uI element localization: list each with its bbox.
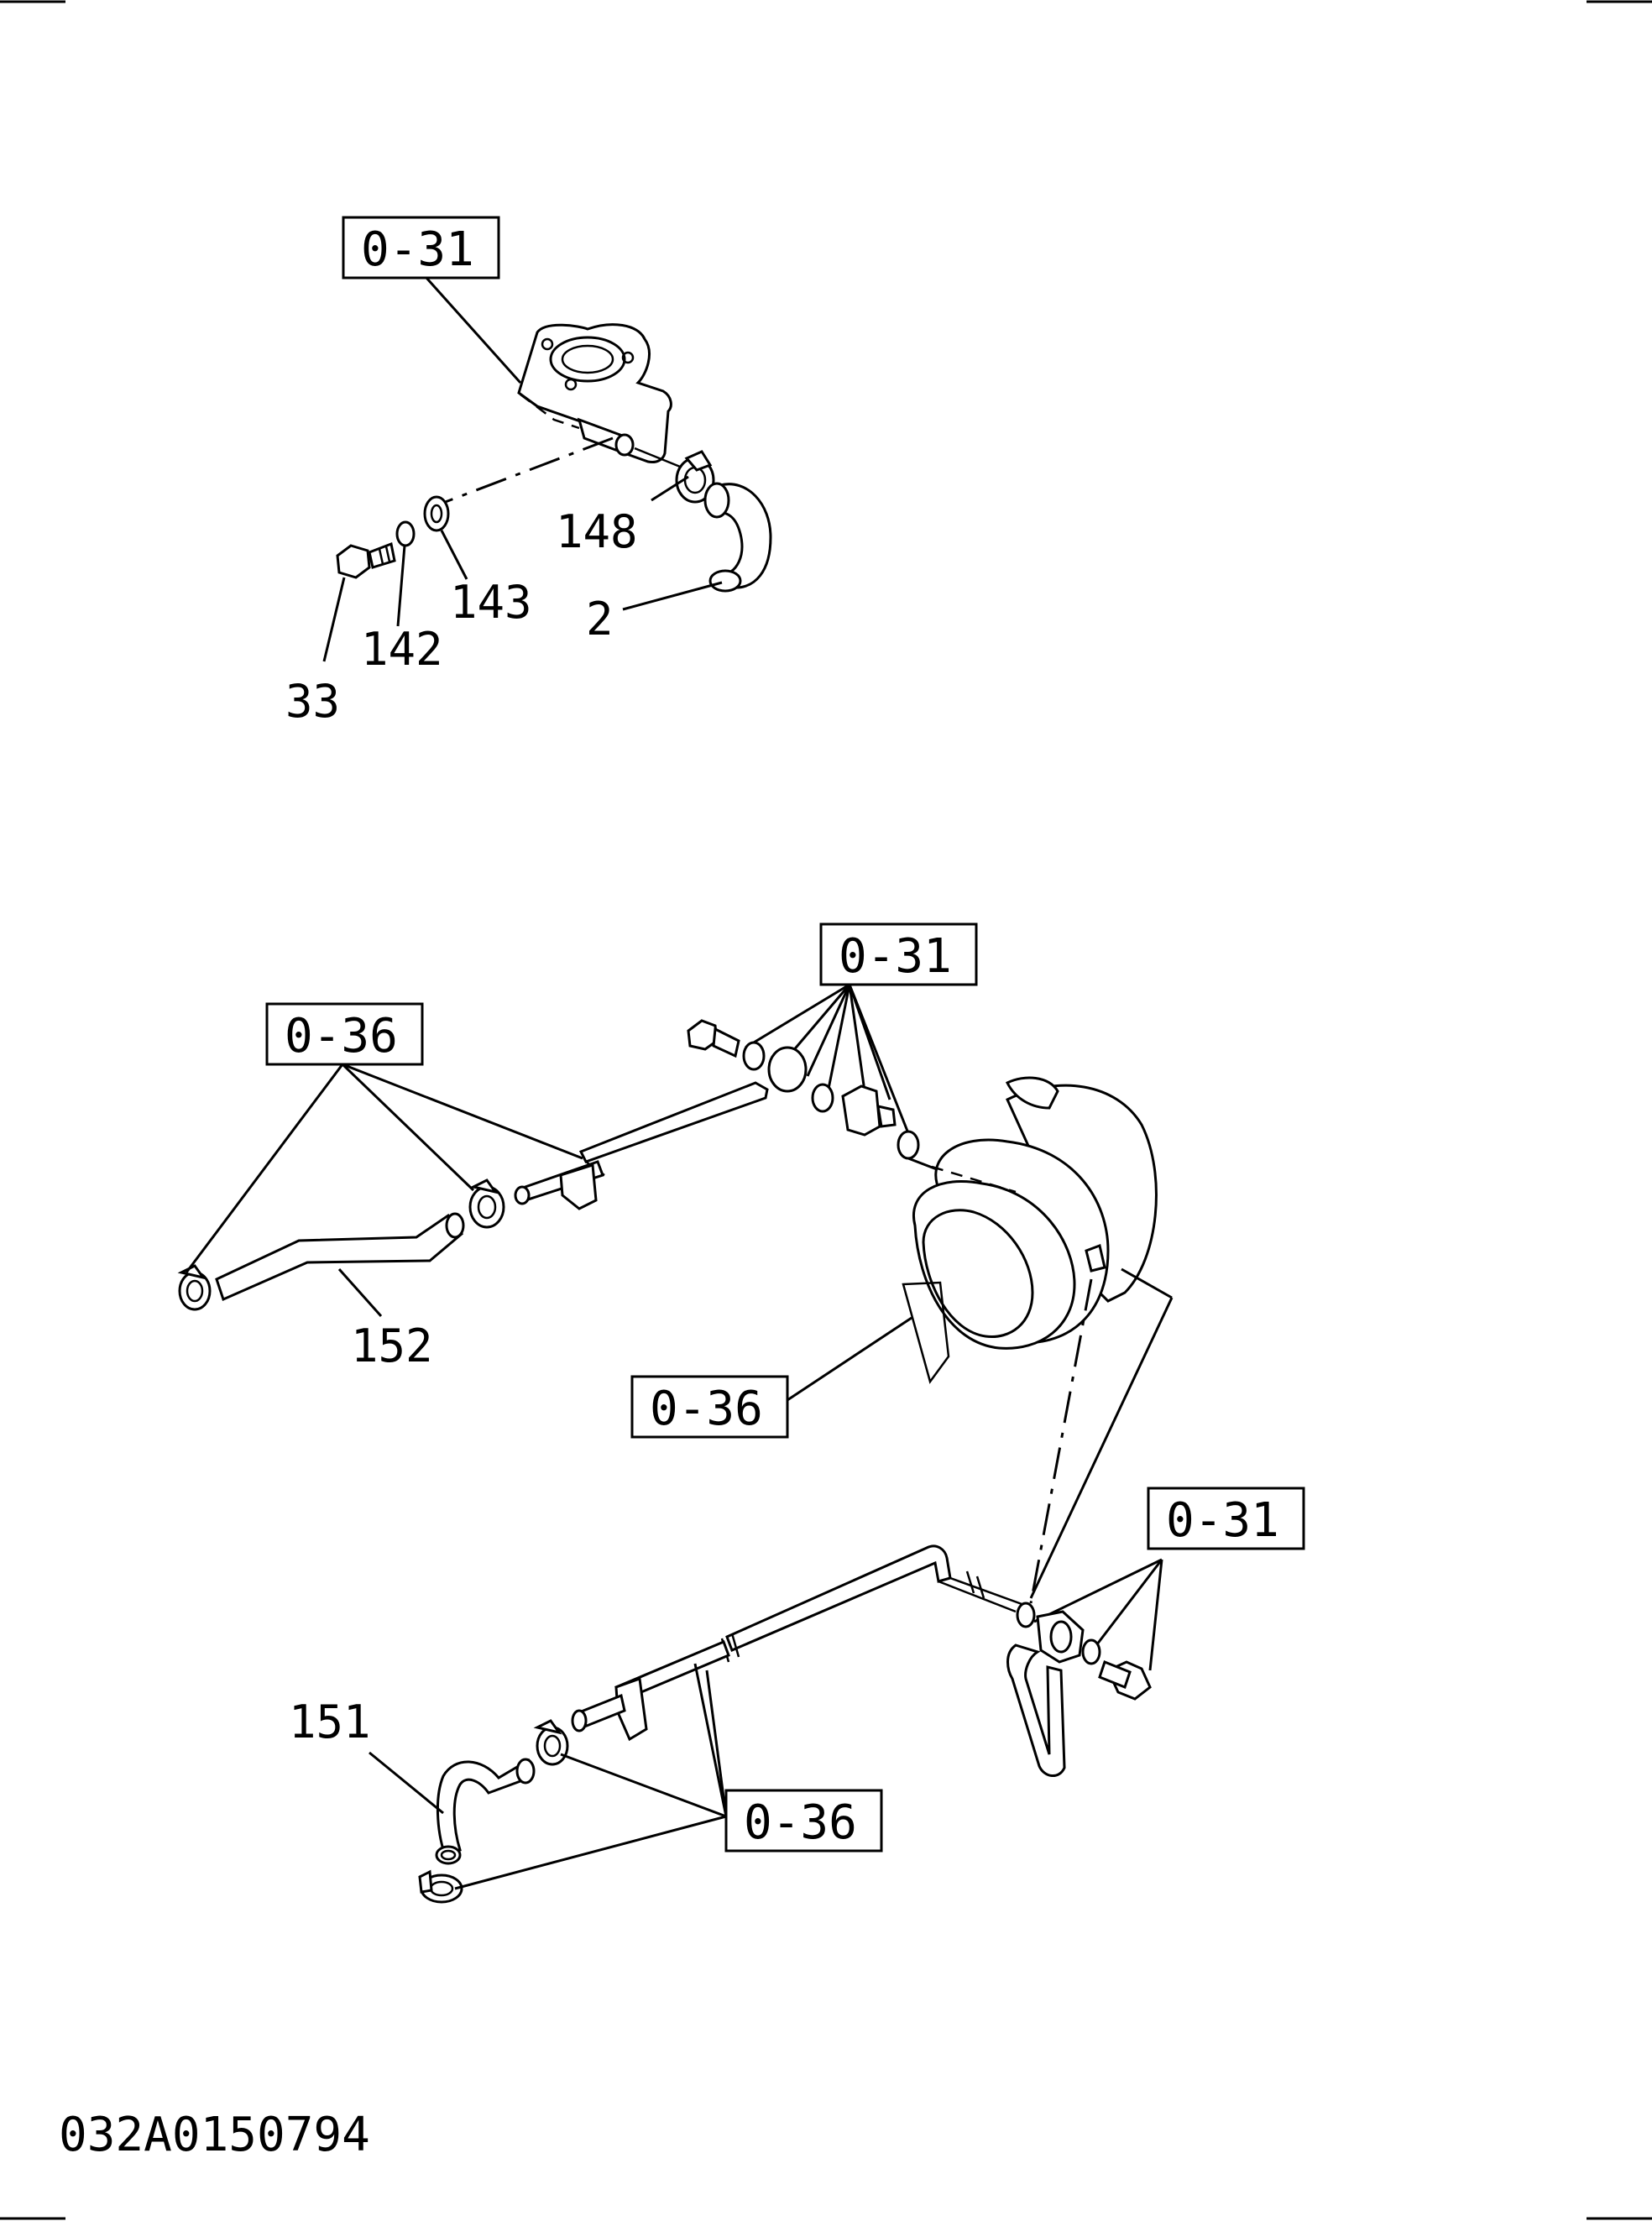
leader-mid-top-2 <box>786 984 851 1058</box>
leader-bottom-2 <box>454 1815 727 1890</box>
top-assembly: 0-31 <box>285 216 772 728</box>
leader-turbo-right-2 <box>1029 1297 1174 1599</box>
callout-2[interactable]: 2 <box>586 593 614 645</box>
leader-bottom-4 <box>705 1670 728 1817</box>
oil-return-pipe <box>571 1544 1025 1742</box>
svg-text:0-36: 0-36 <box>744 1795 857 1850</box>
turbocharger <box>902 1076 1158 1384</box>
hose-clamp-low-2 <box>418 1869 463 1904</box>
oil-feed-pipe <box>514 1081 769 1210</box>
leader-mid-left-3 <box>342 1063 583 1160</box>
callout-142[interactable]: 142 <box>361 623 443 676</box>
axis-line-top <box>436 436 614 507</box>
hose-clamp-low-1 <box>533 1719 569 1766</box>
drawing-code: 032A0150794 <box>59 2108 370 2162</box>
callout-143[interactable]: 143 <box>450 576 532 629</box>
callout-33[interactable]: 33 <box>285 675 340 728</box>
leader-turbo <box>787 1316 912 1402</box>
bolt-33 <box>336 541 396 579</box>
ref-box-turbo[interactable]: 0-36 <box>630 1375 789 1439</box>
svg-text:0-31: 0-31 <box>361 222 474 277</box>
leader-mid-top-4 <box>826 984 851 1094</box>
leader-151 <box>369 1751 444 1815</box>
lower-assembly: 0-31 <box>289 1487 1305 1904</box>
leader-mid-left-1 <box>185 1063 344 1273</box>
leader-right-2 <box>1090 1559 1163 1653</box>
svg-text:0-36: 0-36 <box>650 1382 763 1436</box>
ref-box-mid-left[interactable]: 0-36 <box>265 1002 424 1066</box>
leader-top-ref <box>425 276 522 384</box>
svg-text:0-36: 0-36 <box>285 1009 398 1063</box>
washer-143 <box>423 495 450 532</box>
flange-housing <box>517 323 672 463</box>
middle-assembly: 0-31 <box>177 922 1174 1604</box>
leader-mid-top-1 <box>745 983 850 1049</box>
hose-clamp-148 <box>675 450 715 504</box>
leader-143 <box>440 530 468 580</box>
ref-box-bottom[interactable]: 0-36 <box>724 1789 883 1853</box>
hose-clamp-mid-1 <box>468 1178 505 1229</box>
hose-151 <box>435 1758 536 1865</box>
leader-mid-top-5 <box>848 984 866 1092</box>
leader-bottom-3 <box>693 1663 728 1817</box>
leader-mid-left-2 <box>341 1063 475 1192</box>
leader-mid-top-3 <box>806 984 851 1077</box>
banjo-fitting <box>1006 1602 1152 1777</box>
ref-box-mid-top[interactable]: 0-31 <box>819 922 978 986</box>
ref-box-top[interactable]: 0-31 <box>342 216 500 280</box>
callout-152[interactable]: 152 <box>351 1320 433 1372</box>
svg-text:0-31: 0-31 <box>839 929 952 984</box>
leader-142 <box>396 545 406 627</box>
callout-151[interactable]: 151 <box>289 1696 371 1748</box>
axis-line-turbo <box>1029 1278 1093 1604</box>
eye-bolt-upper <box>687 1019 834 1113</box>
leader-152 <box>337 1268 383 1317</box>
callout-148[interactable]: 148 <box>556 505 638 558</box>
leader-turbo-right <box>1121 1267 1173 1299</box>
leader-148 <box>651 475 689 502</box>
hose-2 <box>703 482 772 593</box>
leader-33 <box>322 577 346 662</box>
ref-box-right[interactable]: 0-31 <box>1147 1487 1305 1550</box>
leader-bottom-1 <box>560 1753 727 1818</box>
hose-clamp-mid-2 <box>177 1264 212 1311</box>
hose-152 <box>215 1212 465 1302</box>
svg-text:0-31: 0-31 <box>1166 1493 1279 1548</box>
lock-washer-142 <box>395 520 416 547</box>
union-fitting <box>841 1084 920 1160</box>
leader-right-1 <box>1033 1558 1163 1623</box>
leader-right-3 <box>1148 1559 1163 1671</box>
leader-mid-top-7 <box>848 984 910 1134</box>
leader-2 <box>622 581 723 611</box>
